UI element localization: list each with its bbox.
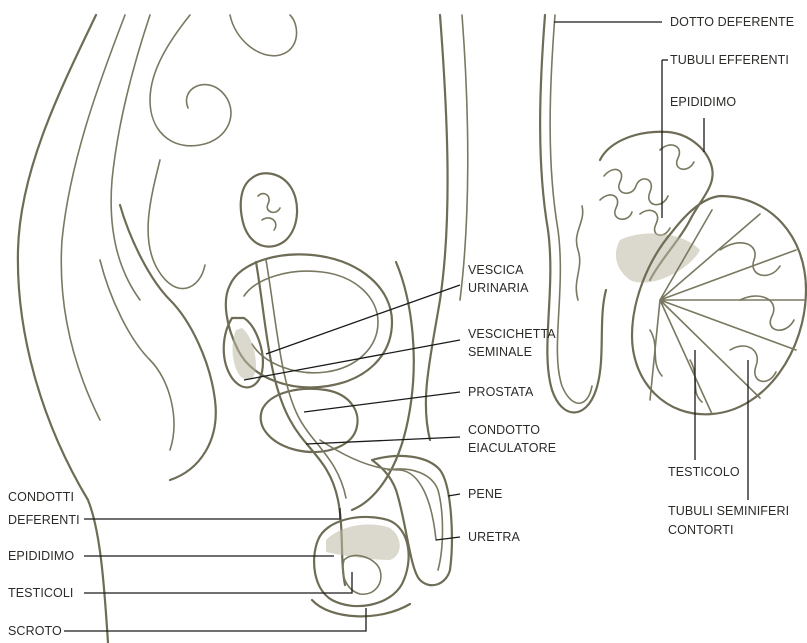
label-tubuli-seminiferi-line2: CONTORTI [668,523,734,537]
label-vescichetta-line1: VESCICHETTA [468,327,556,341]
label-condotti-line1: CONDOTTI [8,490,74,504]
label-uretra: URETRA [468,530,521,544]
label-prostata: PROSTATA [468,385,534,399]
label-epididimo-right: EPIDIDIMO [670,95,736,109]
label-tubuli-efferenti: TUBULI EFFERENTI [670,53,789,67]
testis-detail-illustration [540,15,806,414]
label-epididimo-left: EPIDIDIMO [8,549,74,563]
label-condotti-line2: DEFERENTI [8,513,80,527]
label-vescica-line1: VESCICA [468,263,524,277]
label-testicoli: TESTICOLI [8,586,74,600]
label-dotto-deferente: DOTTO DEFERENTE [670,15,794,29]
sagittal-section-illustration [18,15,468,643]
label-pene: PENE [468,487,502,501]
label-condotto-line2: EIACULATORE [468,441,556,455]
label-tubuli-seminiferi-line1: TUBULI SEMINIFERI [668,504,789,518]
label-vescichetta-line2: SEMINALE [468,345,532,359]
label-condotto-line1: CONDOTTO [468,423,540,437]
label-scroto: SCROTO [8,624,62,638]
label-testicolo: TESTICOLO [668,465,740,479]
label-vescica-line2: URINARIA [468,281,529,295]
